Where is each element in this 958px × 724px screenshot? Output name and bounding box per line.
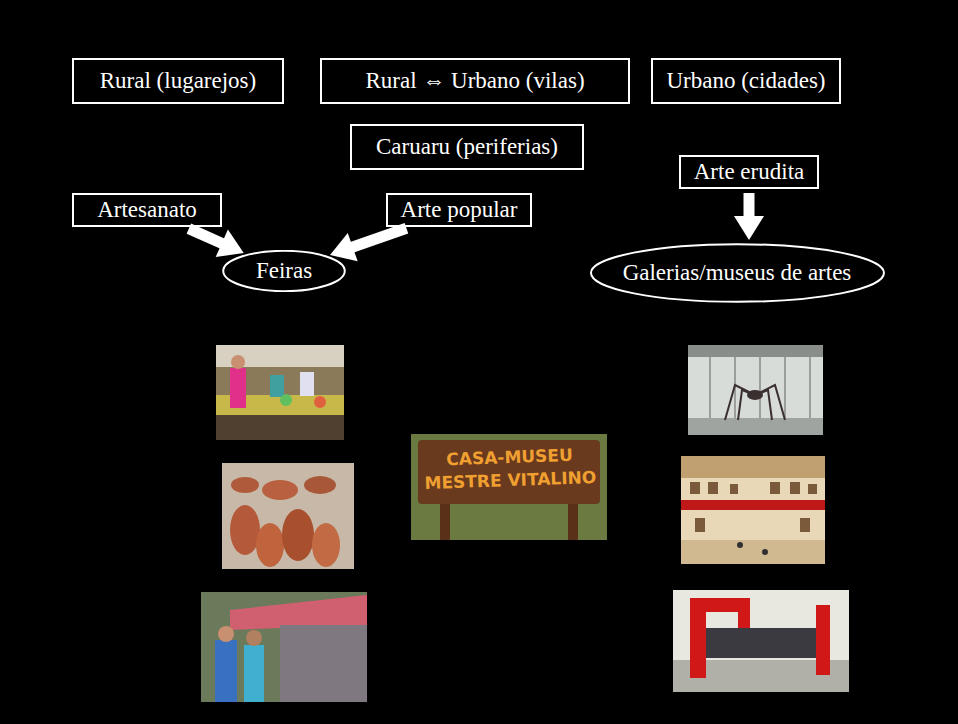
market-photo [216, 345, 344, 440]
venue-ellipse: Feiras [222, 250, 346, 292]
venue-ellipse: Galerias/museus de artes [588, 243, 887, 303]
museum-sign-photo [411, 434, 607, 540]
clay-pots-photo [222, 463, 354, 569]
art-type-box: Arte erudita [679, 155, 819, 189]
node-text: Arte erudita [694, 159, 804, 184]
art-type-box: Arte popular [386, 193, 532, 227]
node-text: Rural ⇔ Urbano (vilas) [365, 68, 584, 93]
level-box: Caruaru (periferias) [350, 124, 584, 170]
block-arrow [347, 228, 406, 249]
node-text: Artesanato [97, 197, 197, 222]
level-box: Rural (lugarejos) [72, 58, 284, 104]
street-fair-photo [201, 592, 367, 702]
node-text: Urbano (cidades) [666, 68, 825, 93]
node-text: Caruaru (periferias) [376, 134, 558, 159]
level-box: Rural ⇔ Urbano (vilas) [320, 58, 630, 104]
node-text: Feiras [256, 258, 312, 283]
node-text: Rural (lugarejos) [100, 68, 256, 93]
spider-sculpture-photo [688, 345, 823, 435]
level-box: Urbano (cidades) [651, 58, 841, 104]
arrow-head [734, 216, 764, 240]
node-text: Galerias/museus de artes [623, 260, 852, 285]
arrow-head [216, 230, 244, 257]
art-type-box: Artesanato [72, 193, 222, 227]
sign-text: CASA-MUSEU MESTRE VITALINO [423, 443, 596, 495]
arrow-head [330, 233, 358, 261]
node-text: Arte popular [401, 197, 518, 222]
masp-building-photo [673, 590, 849, 692]
gallery-interior-photo [681, 456, 825, 564]
block-arrow [189, 229, 227, 246]
